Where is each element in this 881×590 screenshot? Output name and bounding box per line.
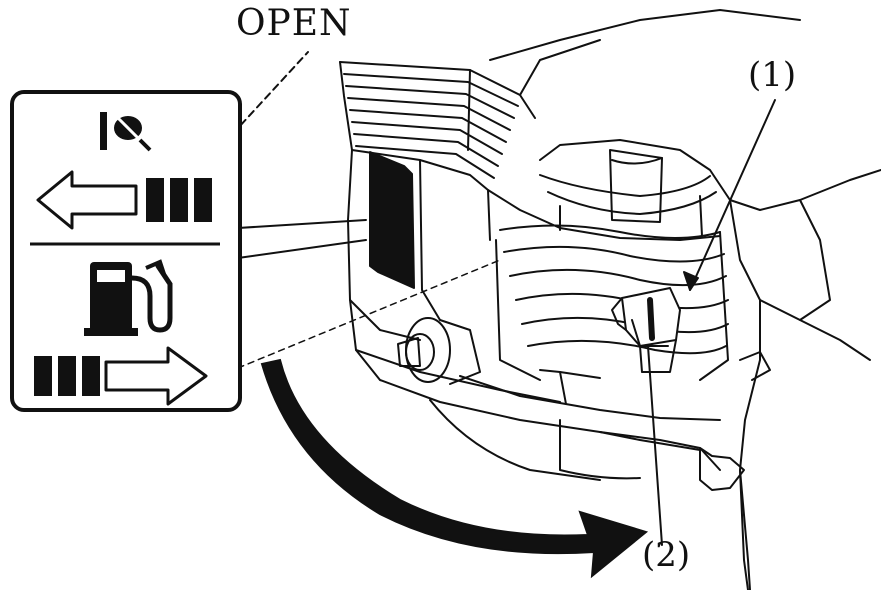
engine-housing [347,149,721,471]
open-label: OPEN [236,3,352,44]
callout-2-label: (2) [642,535,691,575]
fuel-lever [611,287,681,373]
arrow-left-icon [36,170,138,230]
fuel-pump-icon [84,259,173,336]
arrow-right-icon [104,346,208,406]
callout-1-label: (1) [748,55,797,95]
choke-icon [100,112,152,152]
spring-coil [495,224,729,381]
engine-illustration [191,9,881,590]
open-bars [146,178,212,222]
housing-window [369,151,415,289]
knob-left [397,317,481,385]
closed-bars [34,356,100,396]
callout-2-leader [647,345,663,546]
fuel-valve-label-plate [10,90,242,412]
rotation-arrow [260,358,649,579]
callout-1-leader [689,99,776,291]
cooling-fins [339,9,801,179]
